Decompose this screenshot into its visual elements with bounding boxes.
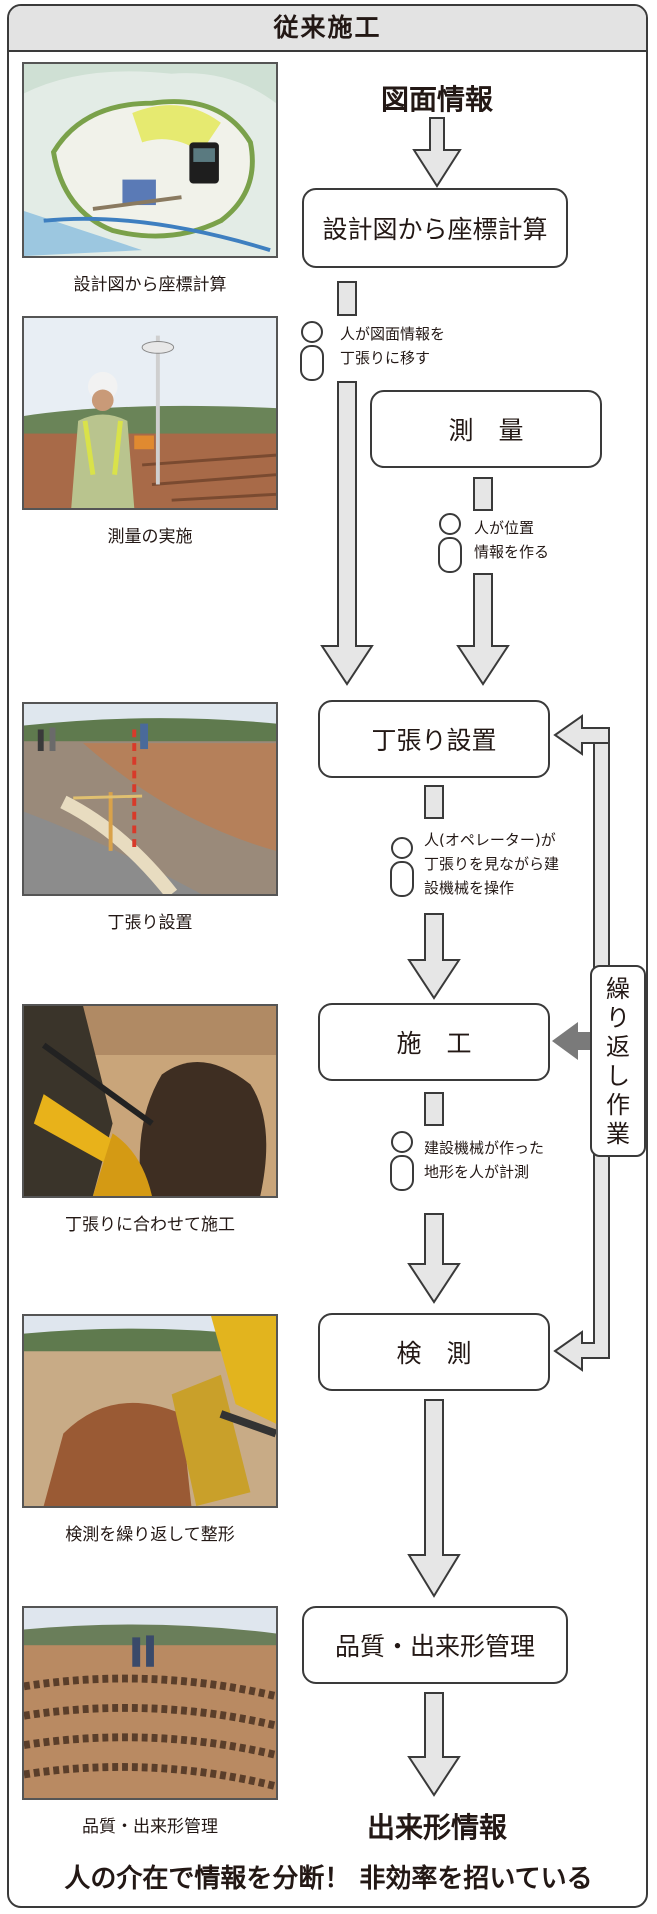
step-stake: 丁張り設置 bbox=[318, 700, 550, 778]
photo-quality bbox=[22, 1606, 278, 1800]
repeat-char: り bbox=[606, 1004, 630, 1032]
start-label: 図面情報 bbox=[380, 83, 493, 116]
arrow-stake-stub bbox=[424, 785, 444, 819]
repeat-work-label: 繰 り 返 し 作 業 bbox=[590, 965, 646, 1157]
repeat-solid-arrow bbox=[552, 1022, 590, 1060]
note-position-info: 人が位置 情報を作る bbox=[474, 519, 550, 561]
repeat-char: し bbox=[606, 1062, 630, 1090]
photo-inspection bbox=[22, 1314, 278, 1508]
arrow-left-to-stake bbox=[320, 381, 374, 686]
step-survey: 測 量 bbox=[370, 390, 602, 468]
diagram-title: 従来施工 bbox=[9, 6, 646, 52]
step-quality: 品質・出来形管理 bbox=[302, 1606, 568, 1684]
footer-conclusion: 人の介在で情報を分断！ 非効率を招いている bbox=[64, 1864, 593, 1894]
repeat-char: 業 bbox=[606, 1120, 630, 1148]
person-icon bbox=[438, 513, 462, 573]
arrow-construct-to-inspect bbox=[407, 1213, 461, 1304]
arrow-start-to-calc bbox=[412, 117, 462, 188]
arrow-quality-to-end bbox=[407, 1692, 461, 1797]
caption-inspection: 検測を繰り返して整形 bbox=[65, 1525, 235, 1545]
note-operator: 人(オペレーター)が 丁張りを見ながら建 設機械を操作 bbox=[424, 831, 560, 897]
arrow-inspect-to-quality bbox=[407, 1399, 461, 1598]
caption-construction: 丁張りに合わせて施工 bbox=[65, 1215, 235, 1235]
step-calc: 設計図から座標計算 bbox=[302, 188, 568, 268]
caption-survey: 測量の実施 bbox=[107, 527, 193, 547]
photo-survey bbox=[22, 316, 278, 510]
arrow-calc-stub bbox=[337, 281, 357, 316]
diagram-frame: 従来施工 bbox=[7, 4, 648, 1908]
repeat-char: 作 bbox=[606, 1091, 630, 1119]
arrow-construct-stub bbox=[424, 1092, 444, 1126]
person-icon bbox=[300, 321, 324, 381]
repeat-loop-top-head bbox=[553, 714, 610, 756]
note-drawing-to-stakes: 人が図面情報を 丁張りに移す bbox=[340, 325, 446, 367]
note-measure: 建設機械が作った 地形を人が計測 bbox=[424, 1139, 545, 1181]
caption-design-map: 設計図から座標計算 bbox=[73, 275, 227, 295]
person-icon bbox=[390, 837, 414, 897]
caption-quality: 品質・出来形管理 bbox=[82, 1817, 218, 1837]
end-label: 出来形情報 bbox=[366, 1811, 507, 1844]
step-inspect: 検 測 bbox=[318, 1313, 550, 1391]
arrow-survey-to-stake bbox=[456, 573, 510, 686]
repeat-char: 返 bbox=[606, 1033, 630, 1061]
photo-construction bbox=[22, 1004, 278, 1198]
photo-staking bbox=[22, 702, 278, 896]
photo-design-map bbox=[22, 62, 278, 258]
repeat-char: 繰 bbox=[606, 975, 630, 1003]
arrow-survey-stub bbox=[473, 477, 493, 511]
step-construct: 施 工 bbox=[318, 1003, 550, 1081]
arrow-stake-to-construct bbox=[407, 913, 461, 1000]
person-icon bbox=[390, 1131, 414, 1191]
caption-staking: 丁張り設置 bbox=[107, 913, 193, 933]
